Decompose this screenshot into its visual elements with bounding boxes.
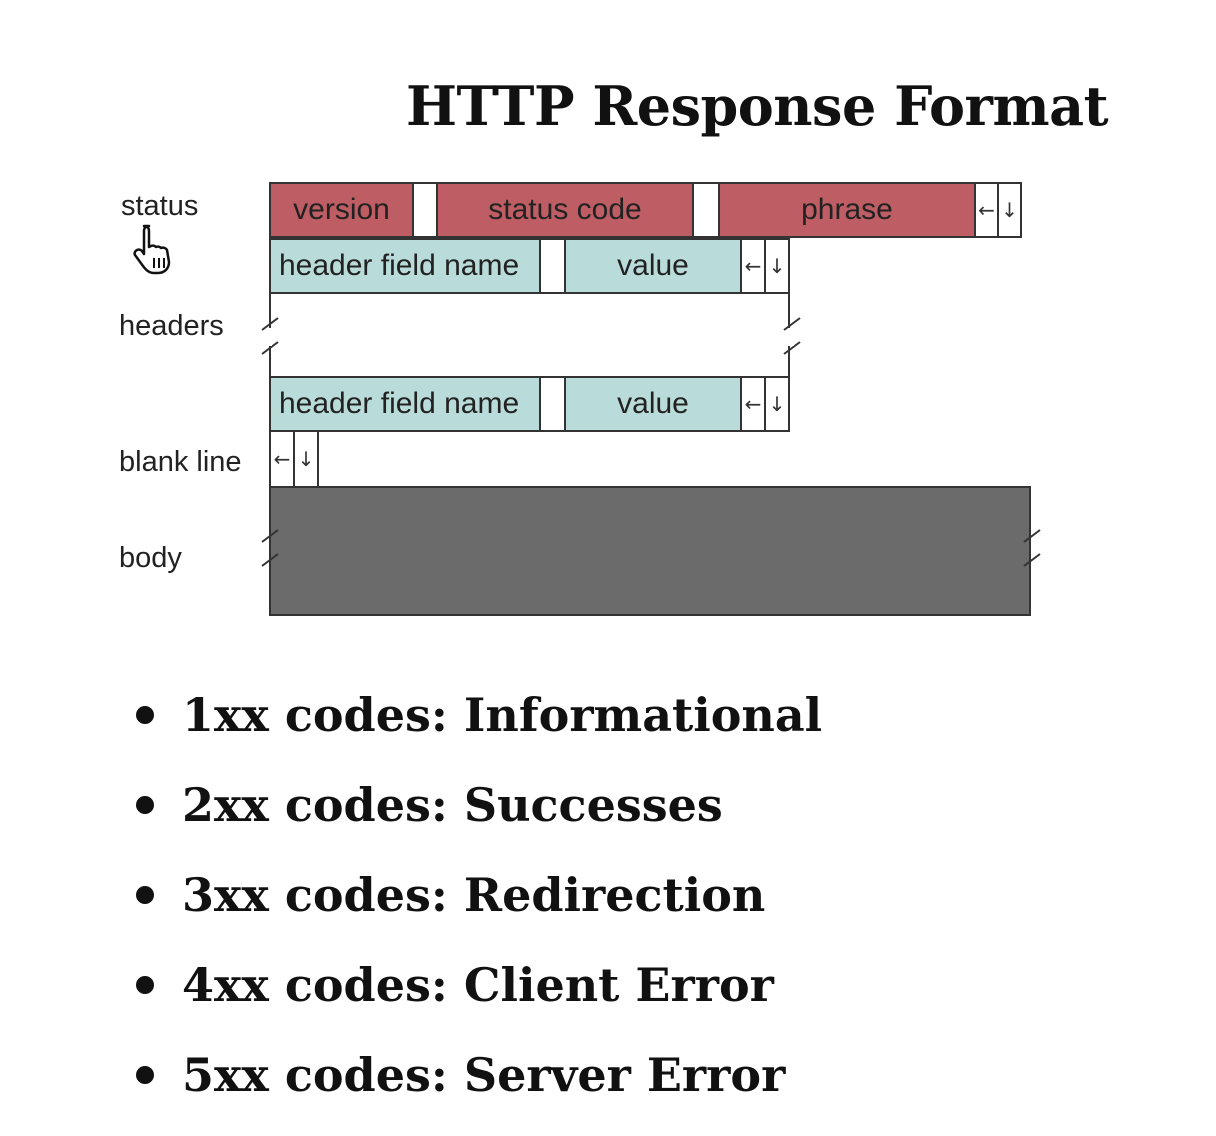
row-label-blank-line: blank line [119, 446, 242, 478]
bullet-icon [136, 706, 154, 724]
header-space-2 [539, 376, 566, 432]
status-crlf: ← ↓ [974, 182, 1022, 238]
break-mark-icon [261, 317, 279, 355]
cr-arrow-icon: ← [273, 447, 291, 471]
row-label-headers: headers [119, 310, 224, 342]
header-crlf-2: ← ↓ [740, 376, 790, 432]
header-field-name-1: header field name [269, 238, 541, 294]
list-item: 1xx codes: Informational [130, 670, 822, 760]
cr-arrow-icon: ← [744, 392, 762, 416]
status-code-field: status code [436, 182, 694, 238]
headers-ellipsis-region [269, 292, 790, 378]
lf-arrow-icon: ↓ [764, 378, 788, 430]
status-version-field: version [269, 182, 414, 238]
bullet-icon [136, 1066, 154, 1084]
bullet-icon [136, 796, 154, 814]
status-code-class-list: 1xx codes: Informational 2xx codes: Succ… [130, 670, 822, 1120]
header-value-2: value [564, 376, 742, 432]
lf-arrow-icon: ↓ [293, 432, 317, 486]
status-space-1 [412, 182, 438, 238]
cr-arrow-icon: ← [744, 254, 762, 278]
row-label-status: status [121, 190, 199, 222]
break-mark-icon [1023, 529, 1041, 567]
status-phrase-field: phrase [718, 182, 976, 238]
list-item: 4xx codes: Client Error [130, 940, 822, 1030]
lf-arrow-icon: ↓ [764, 240, 788, 292]
blank-line-crlf: ← ↓ [269, 430, 319, 488]
body-block [269, 486, 1031, 616]
header-field-name-2: header field name [269, 376, 541, 432]
bullet-icon [136, 976, 154, 994]
header-value-1: value [564, 238, 742, 294]
row-label-body: body [119, 542, 182, 574]
break-mark-icon [261, 529, 279, 567]
cr-arrow-icon: ← [978, 198, 995, 222]
bullet-icon [136, 886, 154, 904]
header-space-1 [539, 238, 566, 294]
list-item: 3xx codes: Redirection [130, 850, 822, 940]
list-item: 5xx codes: Server Error [130, 1030, 822, 1120]
list-item: 2xx codes: Successes [130, 760, 822, 850]
header-crlf-1: ← ↓ [740, 238, 790, 294]
lf-arrow-icon: ↓ [997, 184, 1020, 236]
break-mark-icon [783, 317, 801, 355]
hand-pointer-icon [133, 224, 171, 275]
status-space-2 [692, 182, 720, 238]
page-title: HTTP Response Format [406, 74, 1109, 138]
